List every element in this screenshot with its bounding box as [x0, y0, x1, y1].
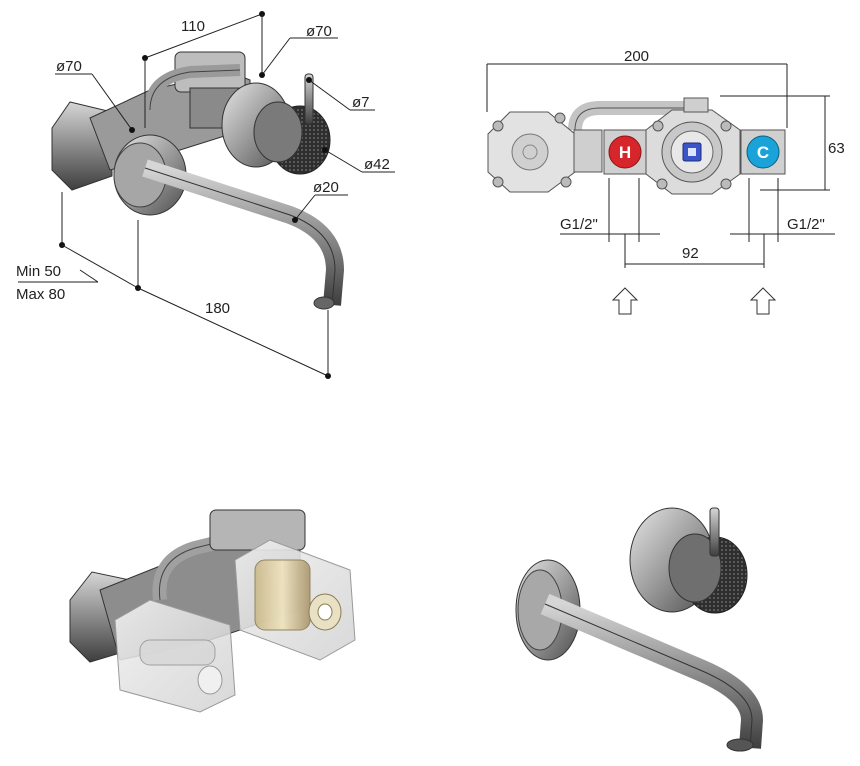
finished-tap-render [515, 507, 764, 752]
dim-92: 92 [682, 245, 699, 262]
front-dimension-lines [486, 63, 835, 268]
dim-max: Max 80 [16, 286, 65, 303]
hot-label: H [619, 143, 631, 162]
dim-min: Min 50 [16, 263, 61, 280]
dim-o42: ø42 [364, 156, 390, 173]
front-view: H C 200 63 G1/2" G1/2" 92 [486, 48, 845, 315]
mixer-lever [304, 73, 314, 125]
dim-200: 200 [624, 48, 649, 65]
dim-o70-top: ø70 [306, 23, 332, 40]
dimension-lines [18, 11, 395, 379]
dim-63: 63 [828, 140, 845, 157]
dim-o70-left: ø70 [56, 58, 82, 75]
dim-110: 110 [181, 18, 205, 35]
concealed-body-render [69, 509, 356, 713]
hot-water-icon [608, 135, 642, 169]
dim-g-right: G1/2" [787, 216, 825, 233]
dim-g-left: G1/2" [560, 216, 598, 233]
dim-o20: ø20 [313, 179, 339, 196]
isometric-dimension-view: 110 ø70 ø70 ø7 ø42 ø20 Min 50 Max 80 180 [16, 11, 395, 379]
dim-o7: ø7 [352, 94, 370, 111]
inlet-arrow-cold [749, 287, 777, 315]
cold-label: C [757, 143, 769, 162]
inlet-arrow-hot [611, 287, 639, 315]
dim-180: 180 [205, 300, 230, 317]
cold-water-icon [746, 135, 780, 169]
